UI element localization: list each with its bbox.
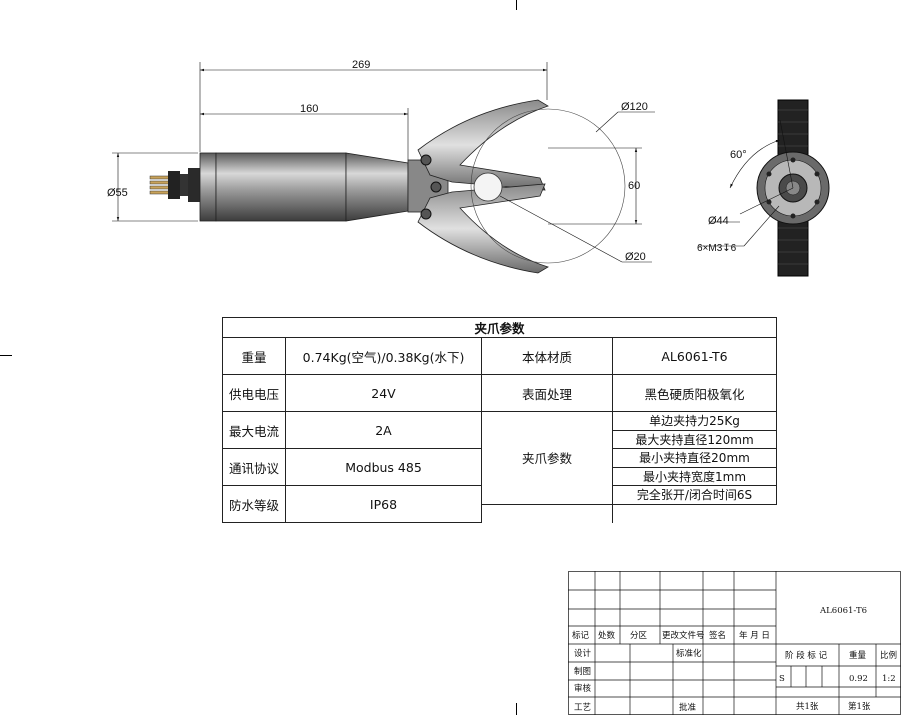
bottom-center-mark xyxy=(516,703,517,715)
main-body xyxy=(215,152,347,222)
gripper-param: 单边夹持力25Kg xyxy=(611,411,778,431)
spec-value: 2A xyxy=(285,411,482,449)
header-label: 更改文件号 xyxy=(662,630,705,641)
rear-cap xyxy=(199,152,217,222)
sheet-number: 第1张 xyxy=(848,701,871,712)
min-grip-circle xyxy=(473,172,503,202)
role-label: 制图 xyxy=(574,666,591,677)
role-label: 审核 xyxy=(574,683,592,694)
dim-open-diameter: Ø120 xyxy=(621,101,648,113)
side-view xyxy=(149,99,626,274)
stage-mark-label: 阶 段 标 记 xyxy=(785,650,828,661)
standardize-label: 标准化 xyxy=(676,648,702,659)
header-label: 处数 xyxy=(598,630,616,641)
dim-holes: 6×M3↧6 xyxy=(697,243,737,254)
role-label: 设计 xyxy=(574,648,592,659)
dim-jaw-height: 60 xyxy=(628,180,640,192)
max-grip-circle xyxy=(470,108,626,264)
spec-table-title: 夹爪参数 xyxy=(221,317,778,338)
scale-value: 1:2 xyxy=(882,674,896,684)
header-label: 年 月 日 xyxy=(739,630,770,641)
spec-value: Modbus 485 xyxy=(285,448,482,486)
dim-angle: 60° xyxy=(730,149,747,161)
spec-value: 24V xyxy=(285,374,482,412)
blank-cell xyxy=(611,503,777,523)
spec-label: 供电电压 xyxy=(222,374,286,412)
gripper-params-label: 夹爪参数 xyxy=(481,411,613,505)
spec-label: 重量 xyxy=(222,337,286,375)
part-name: AL6061-T6 xyxy=(819,606,867,616)
dim-min-diameter: Ø20 xyxy=(625,251,646,263)
spec-table: 夹爪参数 重量 0.74Kg(空气)/0.38Kg(水下) 本体材质 AL606… xyxy=(221,317,778,523)
upper-jaw xyxy=(417,99,549,191)
dim-flange-diameter: Ø44 xyxy=(708,215,729,227)
dimensions-end xyxy=(698,119,794,247)
stage-value: S xyxy=(779,674,785,684)
spec-value: IP68 xyxy=(285,485,482,523)
title-block: AL6061-T6 标记 处数 分区 更改文件号 签名 年 月 日 设计 制图 … xyxy=(568,571,901,715)
approve-label: 批准 xyxy=(679,702,697,713)
weight-label: 重量 xyxy=(849,650,867,661)
taper-section xyxy=(345,152,409,222)
gripper-drawing: 269 160 Ø55 Ø120 60 Ø20 60° Ø44 6×M3↧6 xyxy=(107,59,830,277)
header-label: 标记 xyxy=(572,630,590,641)
dimensions-side xyxy=(112,62,655,263)
dim-total-length: 269 xyxy=(352,59,370,71)
weight-value: 0.92 xyxy=(849,674,868,684)
spec-label: 本体材质 xyxy=(481,337,613,375)
spec-value: AL6061-T6 xyxy=(611,337,778,375)
spec-label: 最大电流 xyxy=(222,411,286,449)
gripper-param: 最小夹持宽度1mm xyxy=(611,466,778,486)
role-label: 工艺 xyxy=(574,703,591,713)
lower-jaw-end xyxy=(777,215,809,277)
left-center-mark xyxy=(0,355,12,356)
blank-cell xyxy=(481,503,613,523)
dim-body-diameter: Ø55 xyxy=(107,187,128,199)
upper-jaw-end xyxy=(777,99,809,161)
dim-body-length: 160 xyxy=(300,103,318,115)
sheets-total: 共1张 xyxy=(796,702,819,712)
spec-label: 防水等级 xyxy=(222,485,286,523)
gripper-param: 完全张开/闭合时间6S xyxy=(611,485,778,505)
top-center-mark xyxy=(516,0,517,10)
cable-connector xyxy=(149,168,200,202)
spec-value: 0.74Kg(空气)/0.38Kg(水下) xyxy=(285,337,482,375)
lower-jaw xyxy=(417,183,549,274)
gripper-param: 最大夹持直径120mm xyxy=(611,429,778,449)
header-label: 分区 xyxy=(630,631,648,641)
scale-label: 比例 xyxy=(880,650,897,661)
spec-label: 表面处理 xyxy=(481,374,613,412)
spec-label: 通讯协议 xyxy=(222,448,286,486)
header-label: 签名 xyxy=(709,630,726,641)
spec-value: 黑色硬质阳极氧化 xyxy=(611,374,778,412)
gripper-param: 最小夹持直径20mm xyxy=(611,448,778,468)
